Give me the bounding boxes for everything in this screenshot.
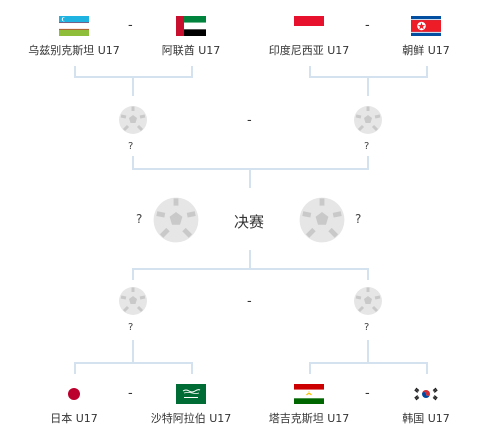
connector-line: [132, 268, 369, 270]
tajikistan-flag-icon: [294, 384, 324, 404]
connector-line: [132, 76, 134, 96]
team-saudi-arabia[interactable]: 沙特阿拉伯 U17: [131, 384, 251, 426]
match-separator: -: [128, 18, 133, 33]
japan-flag-icon: [59, 384, 89, 404]
finalist-placeholder: ?: [355, 212, 362, 226]
connector-line: [74, 362, 193, 364]
team-uzbekistan[interactable]: 乌兹别克斯坦 U17: [14, 16, 134, 58]
indonesia-flag-icon: [294, 16, 324, 36]
saudi-arabia-flag-icon: [176, 384, 206, 404]
connector-line: [132, 156, 134, 168]
connector-line: [191, 66, 193, 76]
match-separator: -: [247, 113, 252, 128]
match-separator: -: [128, 386, 133, 401]
finalist-placeholder: ?: [136, 212, 143, 226]
football-icon: [353, 286, 383, 320]
football-icon: [118, 286, 148, 320]
connector-line: [367, 76, 369, 96]
connector-line: [249, 168, 251, 188]
connector-line: [74, 362, 76, 374]
connector-line: [309, 362, 311, 374]
winner-placeholder: ?: [128, 141, 134, 152]
connector-line: [309, 66, 311, 76]
match-separator: -: [365, 18, 370, 33]
football-icon: [118, 105, 148, 139]
team-name: 印度尼西亚 U17: [268, 44, 350, 57]
connector-line: [74, 66, 76, 76]
team-north-korea[interactable]: 朝鲜 U17: [366, 16, 486, 58]
connector-line: [249, 250, 251, 268]
connector-line: [426, 66, 428, 76]
team-name: 塔吉克斯坦 U17: [268, 412, 350, 425]
connector-line: [191, 362, 193, 374]
south-korea-flag-icon: [411, 384, 441, 404]
football-icon: [152, 196, 200, 248]
connector-line: [367, 340, 369, 362]
connector-line: [132, 268, 134, 280]
team-name: 韩国 U17: [402, 412, 450, 425]
team-name: 乌兹别克斯坦 U17: [28, 44, 120, 57]
winner-placeholder: ?: [128, 322, 134, 333]
team-name: 沙特阿拉伯 U17: [150, 412, 232, 425]
football-icon: [353, 105, 383, 139]
team-indonesia[interactable]: 印度尼西亚 U17: [249, 16, 369, 58]
winner-placeholder: ?: [364, 322, 370, 333]
team-uae[interactable]: 阿联酋 U17: [131, 16, 251, 58]
connector-line: [132, 340, 134, 362]
football-icon: [298, 196, 346, 248]
team-japan[interactable]: 日本 U17: [14, 384, 134, 426]
match-separator: -: [365, 386, 370, 401]
team-name: 日本 U17: [50, 412, 98, 425]
team-name: 朝鲜 U17: [402, 44, 450, 57]
team-south-korea[interactable]: 韩国 U17: [366, 384, 486, 426]
connector-line: [426, 362, 428, 374]
uzbekistan-flag-icon: [59, 16, 89, 36]
winner-placeholder: ?: [364, 141, 370, 152]
final-label: 决赛: [234, 213, 265, 231]
match-separator: -: [247, 294, 252, 309]
connector-line: [309, 362, 428, 364]
team-tajikistan[interactable]: 塔吉克斯坦 U17: [249, 384, 369, 426]
north-korea-flag-icon: [411, 16, 441, 36]
uae-flag-icon: [176, 16, 206, 36]
connector-line: [367, 268, 369, 280]
connector-line: [367, 156, 369, 168]
team-name: 阿联酋 U17: [161, 44, 221, 57]
